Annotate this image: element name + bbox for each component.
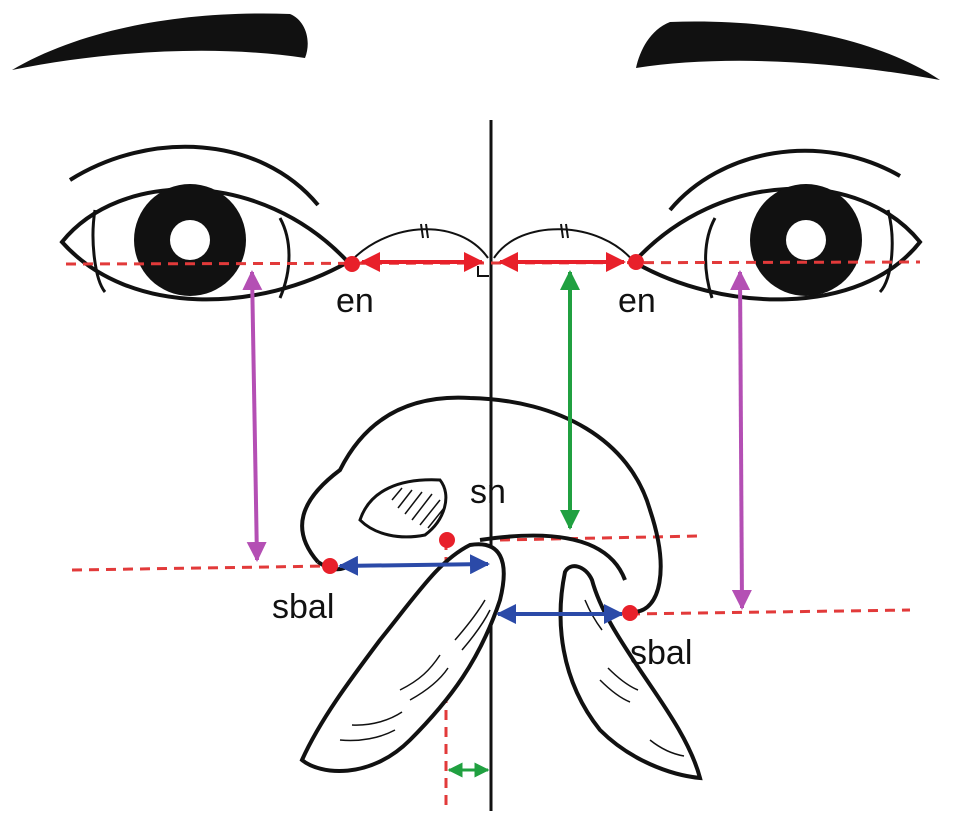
left-alar-reference-line (72, 566, 330, 570)
left-eyebrow (12, 13, 308, 70)
right-eye (634, 151, 920, 300)
right-subalare-point (622, 605, 638, 621)
left-endocanthion-point (344, 256, 360, 272)
left-lip-segment (302, 544, 504, 771)
label-en-right: en (618, 282, 656, 320)
subnasale-point (439, 532, 455, 548)
left-equal-arc (350, 229, 488, 262)
right-eyebrow (636, 22, 940, 80)
label-sn: sn (470, 473, 506, 511)
right-equal-arc (494, 229, 634, 262)
left-eye (62, 147, 348, 300)
left-pupil-highlight (170, 220, 210, 260)
right-angle-mark (478, 266, 489, 276)
right-lip-segment (561, 566, 700, 778)
right-alar-reference-line (630, 610, 910, 614)
left-alar-base-arrow (340, 564, 488, 566)
left-subalare-point (322, 558, 338, 574)
right-pupil-highlight (786, 220, 826, 260)
right-equal-tick (561, 224, 568, 238)
left-eye-to-alar-arrow (252, 272, 257, 560)
right-endocanthion-point (628, 254, 644, 270)
left-equal-tick (421, 224, 428, 238)
label-sbal-left: sbal (272, 588, 334, 626)
label-en-left: en (336, 282, 374, 320)
label-sbal-right: sbal (630, 634, 692, 672)
left-nostril (360, 480, 446, 537)
right-eye-to-alar-arrow (740, 272, 742, 608)
